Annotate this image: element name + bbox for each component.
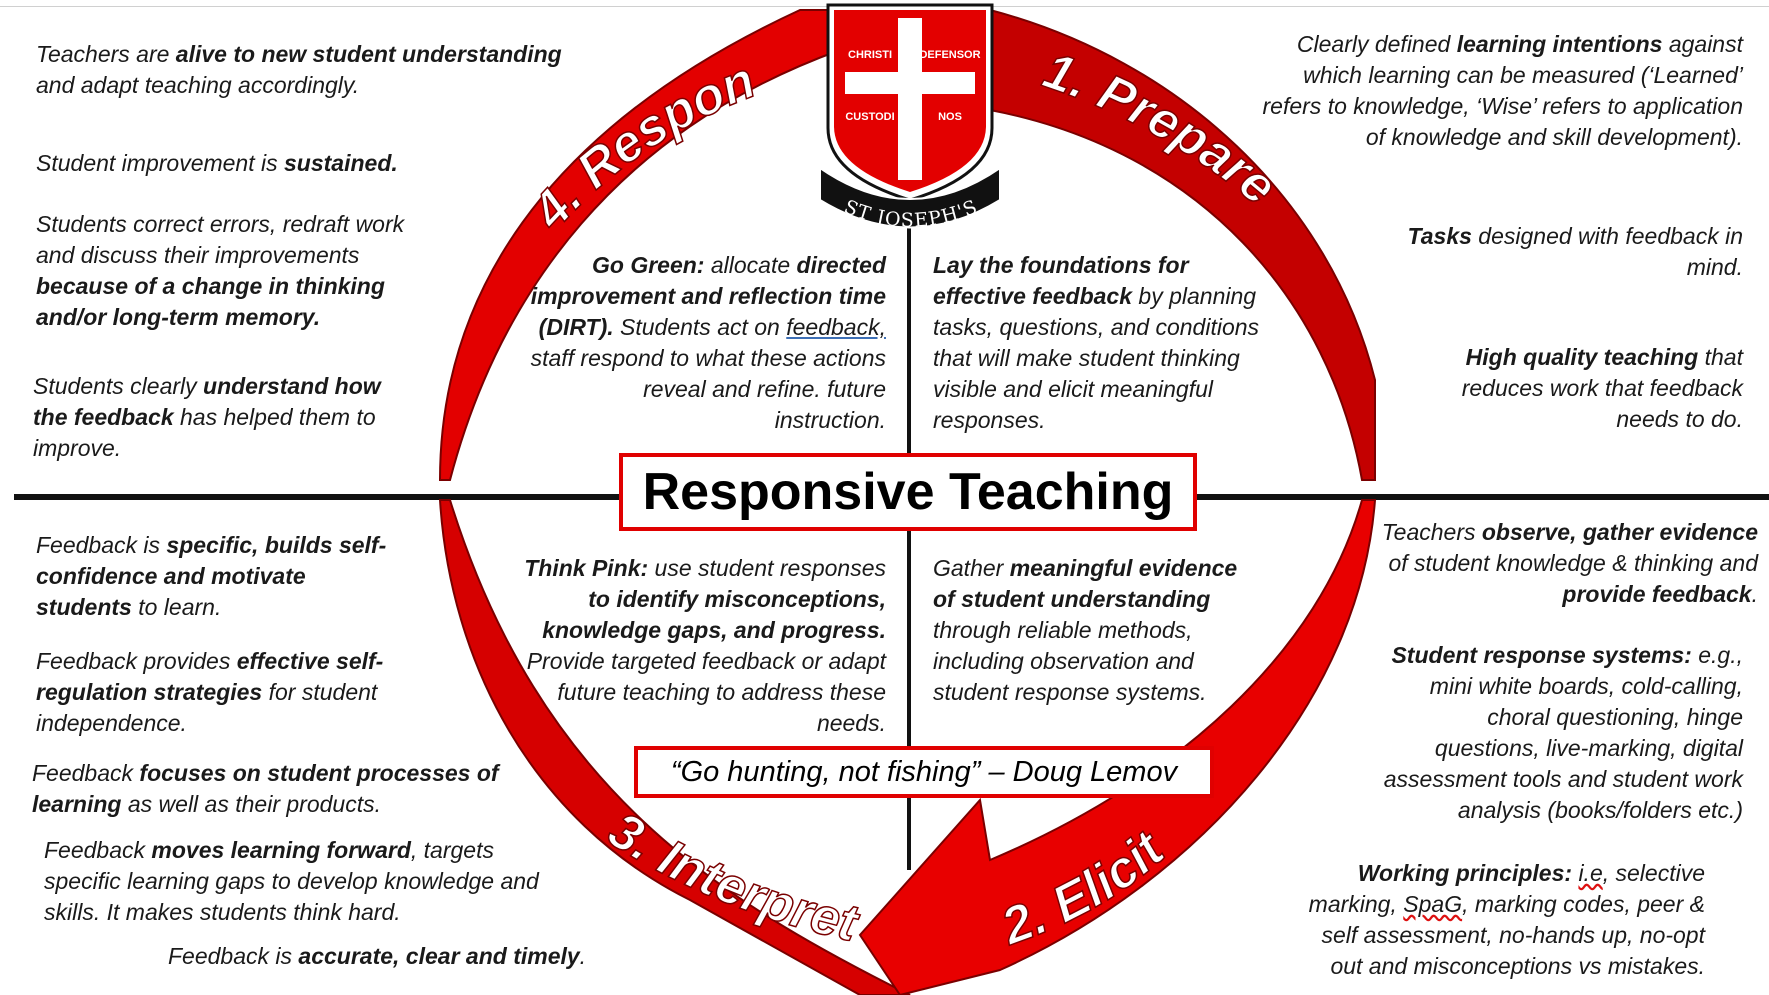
- stage-label-interpret: 3. Interpret: [599, 801, 866, 954]
- left-top-point-1: Teachers are alive to new student unders…: [36, 41, 562, 98]
- right-top-point-1: Clearly defined learning intentions agai…: [1262, 31, 1743, 150]
- elicit-arrow-head: [858, 499, 1377, 995]
- left-top-point-4: Students clearly understand how the feed…: [33, 373, 381, 461]
- school-crest-logo: CHRISTI DEFENSOR CUSTODI NOS ST JOSEPH'S: [819, 3, 1001, 232]
- left-top-point-2: Student improvement is sustained.: [36, 150, 398, 176]
- left-bottom-point-5: Feedback is accurate, clear and timely.: [168, 943, 587, 969]
- left-bottom-point-2: Feedback provides effective self-regulat…: [36, 648, 384, 736]
- right-bottom-point-3: Working principles: i.e, selective marki…: [1308, 860, 1705, 979]
- inner-think-pink: Think Pink: use student responses to ide…: [524, 555, 886, 736]
- svg-text:CUSTODI: CUSTODI: [845, 111, 894, 123]
- inner-lay-foundations: Lay the foundations for effective feedba…: [933, 252, 1260, 433]
- prepare-arrow-segment: [989, 8, 1376, 481]
- left-bottom-point-4: Feedback moves learning forward, targets…: [44, 837, 539, 925]
- left-bottom-point-3: Feedback focuses on student processes of…: [32, 760, 499, 817]
- inner-go-green: Go Green: allocate directed improvement …: [530, 252, 886, 433]
- right-top-point-3: High quality teaching that reduces work …: [1461, 344, 1743, 432]
- diagram-title: Responsive Teaching: [619, 453, 1197, 531]
- quote-box: “Go hunting, not fishing” – Doug Lemov: [634, 746, 1214, 798]
- left-bottom-point-1: Feedback is specific, builds self-confid…: [36, 532, 387, 620]
- svg-text:CHRISTI: CHRISTI: [848, 49, 892, 61]
- svg-text:NOS: NOS: [938, 111, 962, 123]
- right-bottom-point-2: Student response systems: e.g., mini whi…: [1383, 642, 1743, 823]
- right-top-point-2: Tasks designed with feedback in mind.: [1407, 223, 1743, 280]
- left-top-point-3: Students correct errors, redraft work an…: [36, 211, 405, 330]
- inner-gather-evidence: Gather meaningful evidence of student un…: [933, 555, 1238, 705]
- svg-text:DEFENSOR: DEFENSOR: [919, 49, 980, 61]
- right-bottom-point-1: Teachers observe, gather evidence of stu…: [1381, 519, 1758, 607]
- stage-label-respond: 4. Respond: [0, 0, 763, 241]
